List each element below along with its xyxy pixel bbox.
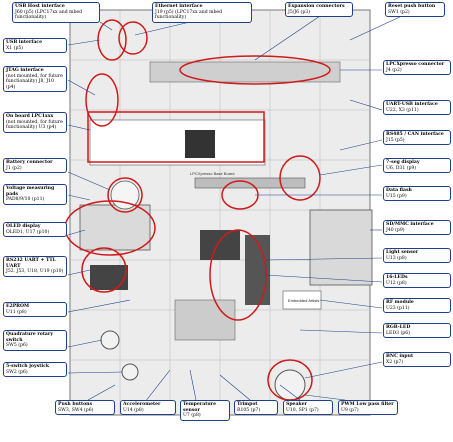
label-jtag: JTAG interface (not mounted, for future … [3, 66, 67, 92]
label-title: Light sensor [386, 250, 419, 255]
label-title: OLED display [6, 224, 41, 229]
label-title: USB Host interface [15, 4, 65, 9]
label-onboard: On board LPC1xxx (not mounted, for futur… [3, 112, 67, 133]
label-battery: Battery connector J1 (p2) [3, 158, 67, 173]
label-reset: Reset push button SW1 (p2) [385, 2, 445, 17]
label-sub: R105 (p7) [237, 407, 261, 413]
leader-lines [67, 15, 403, 403]
label-sub: J60 (p5) (LPC17xx and mbed functionality… [15, 9, 83, 21]
label-expansion: Expansion connectors J5/J6 (p3) [285, 2, 353, 17]
label-sub: U12 (p8) [386, 280, 407, 286]
label-sub: U14 (p8) [123, 407, 144, 413]
label-rs485: RS485 / CAN interface J15 (p5) [383, 130, 451, 145]
label-title: RF module [386, 300, 414, 305]
label-temperature: Temperature sensor U7 (p8) [180, 400, 230, 421]
label-title: Accelerometer [123, 402, 161, 407]
label-usb-host: USB Host interface J60 (p5) (LPC17xx and… [12, 2, 100, 23]
label-title: PWM Low pass filter [341, 402, 394, 407]
label-sub: SW2 (p6) [6, 369, 28, 375]
label-sub: U10, SP1 (p7) [286, 407, 319, 413]
label-pushbuttons: Push buttons SW3, SW4 (p6) [55, 400, 115, 415]
label-sub: X1 (p5) [6, 45, 24, 51]
label-title: USB interface [6, 40, 43, 45]
label-title: LPCXpresso connector [386, 62, 445, 67]
label-sub: U22, X3 (p11) [386, 107, 419, 113]
pcb-board: Embedded Artists LPCXpresso Base Board [69, 9, 373, 416]
label-sub: U6, D31 (p9) [386, 165, 417, 171]
label-sub: U15 (p9) [386, 193, 407, 199]
label-sub: J1 (p2) [6, 165, 22, 171]
label-quadrature: Quadrature rotary switch SW5 (p6) [3, 330, 67, 351]
label-7seg: 7-seg display U6, D31 (p9) [383, 158, 451, 173]
label-title: On board LPC1xxx [6, 114, 54, 119]
label-sub: J15 (p5) [386, 137, 405, 143]
label-sub: X2 (p7) [386, 359, 404, 365]
label-title: RS485 / CAN interface [386, 132, 444, 137]
label-sub: SW3, SW4 (p6) [58, 407, 94, 413]
label-dataflash: Data flash U15 (p9) [383, 186, 451, 201]
label-title: Push buttons [58, 402, 93, 407]
label-sub: U9 (p7) [341, 407, 359, 413]
label-rf: RF module U23 (p11) [383, 298, 451, 313]
label-e2prom: E2PROM U11 (p8) [3, 302, 67, 317]
label-sub: (not mounted, for future functionality) … [6, 73, 63, 90]
label-title: Expansion connectors [288, 4, 345, 9]
label-title: SD/MMC interface [386, 222, 434, 227]
label-title: Ethernet interface [155, 4, 203, 9]
label-sub: OLED1, U17 (p10) [6, 229, 50, 235]
label-sub: J19 (p5) (LPC17xx and mbed functionality… [155, 9, 223, 21]
label-pwm: PWM Low pass filter U9 (p7) [338, 400, 398, 415]
label-sub: SW1 (p2) [388, 9, 410, 15]
label-title: Trimpot [237, 402, 258, 407]
label-sub: J5/J6 (p3) [288, 9, 310, 15]
label-title: BNC input [386, 354, 414, 359]
highlight-outlines [64, 19, 331, 401]
label-usb-interface: USB interface X1 (p5) [3, 38, 67, 53]
label-rgb: RGB-LED LED3 (p6) [383, 323, 451, 338]
label-title: Voltage measuring pads [6, 186, 55, 197]
label-accelerometer: Accelerometer U14 (p8) [120, 400, 176, 415]
label-title: Battery connector [6, 160, 53, 165]
label-sub: SW5 (p6) [6, 343, 28, 348]
label-ethernet: Ethernet interface J19 (p5) (LPC17xx and… [152, 2, 252, 23]
label-title: Data flash [386, 188, 412, 193]
label-sub: LED3 (p6) [386, 330, 410, 336]
label-sub: U23 (p11) [386, 305, 410, 311]
label-light: Light sensor U13 (p8) [383, 248, 451, 263]
label-sdmmc: SD/MMC interface J40 (p9) [383, 220, 451, 235]
silk-text: LPCXpresso Base Board [190, 171, 234, 176]
label-title: Quadrature rotary switch [6, 332, 54, 343]
label-title: Temperature sensor [183, 402, 217, 413]
label-title: JTAG interface [6, 68, 44, 73]
label-sub: (not mounted, for future functionality) … [6, 119, 63, 131]
label-bnc: BNC input X2 (p7) [383, 352, 451, 367]
label-oled: OLED display OLED1, U17 (p10) [3, 222, 67, 237]
label-sub: J4 (p2) [386, 67, 402, 73]
label-sub: PAD8/9/10 (p11) [6, 197, 45, 202]
label-rs232: RS232 UART + TTL UART J52, J53, U18, U19… [3, 256, 67, 277]
label-sub: U13 (p8) [386, 255, 407, 261]
label-title: RGB-LED [386, 325, 411, 330]
label-title: 7-seg display [386, 160, 420, 165]
label-lpcxpresso: LPCXpresso connector J4 (p2) [383, 60, 451, 75]
label-uart-usb: UART-USB interface U22, X3 (p11) [383, 100, 451, 115]
label-sub: J40 (p9) [386, 227, 405, 233]
label-sub: J52, J53, U18, U19 (p10) [6, 269, 64, 274]
label-joystick: 5-switch joystick SW2 (p6) [3, 362, 67, 377]
label-sub: U7 (p8) [183, 413, 201, 418]
label-title: 16-LEDs [386, 275, 408, 280]
label-sub: U11 (p8) [6, 309, 27, 315]
logo-text: Embedded Artists [288, 298, 319, 303]
label-trimpot: Trimpot R105 (p7) [234, 400, 278, 415]
label-title: Speaker [286, 402, 307, 407]
label-title: UART-USB interface [386, 102, 438, 107]
label-speaker: Speaker U10, SP1 (p7) [283, 400, 333, 415]
label-title: 5-switch joystick [6, 364, 50, 369]
label-voltage: Voltage measuring pads PAD8/9/10 (p11) [3, 184, 67, 205]
label-16leds: 16-LEDs U12 (p8) [383, 273, 451, 288]
label-title: E2PROM [6, 304, 30, 309]
label-title: RS232 UART + TTL UART [6, 258, 56, 269]
label-title: Reset push button [388, 4, 436, 9]
